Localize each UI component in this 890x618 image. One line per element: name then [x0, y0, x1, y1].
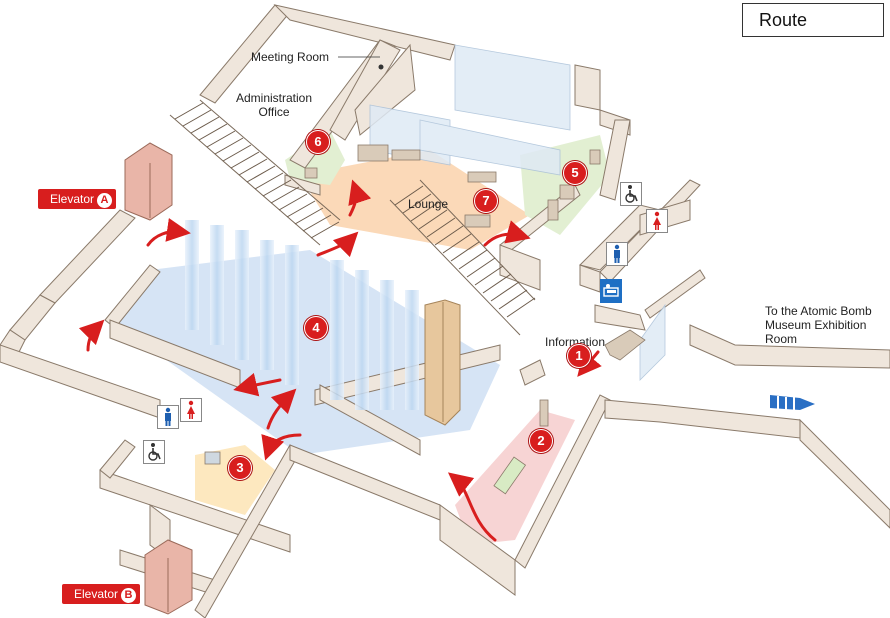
furniture [204, 144, 646, 495]
glass-partitions [369, 44, 666, 381]
left-staircase [169, 99, 341, 246]
elevator-a-letter: A [97, 193, 113, 208]
display-tower [424, 299, 461, 426]
route-arrow-icon [483, 220, 531, 247]
lower-hall-floor [110, 250, 500, 455]
stop-3-badge: 3 [228, 456, 252, 480]
female-toilet-icon [646, 209, 668, 233]
elevator-b-letter: B [121, 588, 137, 603]
admin-office-label-line2: Office [258, 105, 290, 119]
lounge-label: Lounge [408, 197, 449, 211]
route-arrows [78, 179, 602, 542]
meeting-room-label: Meeting Room [251, 50, 330, 64]
admin-office-label-line1: Administration [235, 91, 313, 105]
meeting-floor [285, 130, 345, 185]
glass-pillars [185, 220, 419, 410]
male-toilet-icon [157, 405, 179, 429]
elevator-b-shaft [144, 539, 193, 615]
right-staircase [389, 179, 536, 336]
route-arrow-icon [78, 319, 105, 352]
elevator-b-text: Elevator [74, 587, 119, 601]
stop-5-badge: 5 [563, 161, 587, 185]
route-legend-label: Route [759, 10, 808, 30]
exit-label: To the Atomic Bomb Museum Exhibition Roo… [765, 304, 872, 346]
stop-4-badge: 4 [304, 316, 328, 340]
exit-label-line3: Room [765, 332, 798, 346]
direction-arrow-icon [770, 395, 815, 410]
baby-changing-icon [600, 279, 622, 303]
route-arrow-icon [266, 388, 297, 430]
admin-office-label: Administration Office [231, 91, 317, 119]
route-arrow-icon [233, 372, 282, 397]
exit-label-line2: Museum Exhibition [765, 318, 867, 332]
stop-6-badge: 6 [306, 130, 330, 154]
exit-label-line1: To the Atomic Bomb [765, 304, 872, 318]
elevator-a-shaft [124, 142, 173, 221]
route-arrow-icon [146, 218, 191, 247]
information-label: Information [545, 335, 606, 349]
female-toilet-icon [180, 398, 202, 422]
wheelchair-icon [143, 440, 165, 464]
route-arrow-icon [348, 179, 372, 217]
male-toilet-icon [606, 242, 628, 266]
wheelchair-icon [620, 182, 642, 206]
route-arrow-icon [447, 472, 497, 542]
stop-7-badge: 7 [474, 189, 498, 213]
route-arrow-icon [261, 433, 302, 461]
route-arrow-icon [577, 350, 602, 377]
route-arrow-icon [316, 231, 359, 258]
stop-2-badge: 2 [529, 429, 553, 453]
elevator-a-text: Elevator [50, 192, 95, 206]
stop-1-badge: 1 [567, 344, 591, 368]
route-legend: Route [742, 3, 884, 37]
meeting-room-leader [338, 56, 384, 70]
